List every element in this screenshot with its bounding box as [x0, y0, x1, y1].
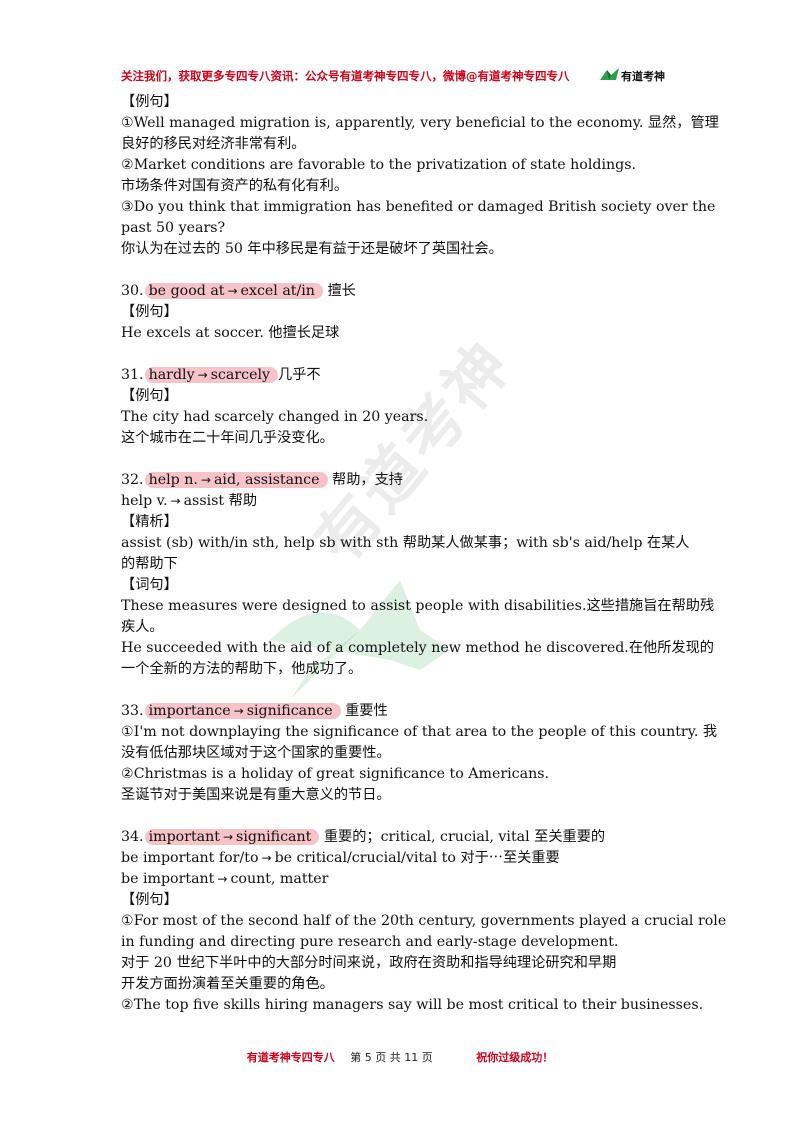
entry-meaning: 几乎不 [278, 367, 321, 383]
entry-32-verb-line: help v.→assist 帮助 [121, 491, 681, 512]
example-sentence: 良好的移民对经济非常有利。 [121, 136, 306, 152]
entry-number: 32. [121, 472, 144, 488]
entry-32-heading: 32.help n.→aid, assistance 帮助，支持 [121, 470, 681, 491]
header-promo-text: 关注我们，获取更多专四专八资讯：公众号有道考神专四专八，微博@有道考神专四专八 [121, 69, 570, 83]
entry-meaning: 重要的；critical, crucial, vital 至关重要的 [319, 829, 606, 845]
example-translation: 你认为在过去的 50 年中移民是有益于还是破坏了英国社会。 [121, 241, 503, 257]
example-translation: 圣诞节对于美国来说是有重大意义的节日。 [121, 787, 391, 803]
example-translation: 对于 20 世纪下半叶中的大部分时间来说，政府在资助和指导纯理论研究和早期 [121, 955, 617, 971]
term-advanced: be critical/crucial/vital to 对于⋯至关重要 [274, 850, 560, 866]
entry-term-advanced: scarcely [210, 367, 271, 383]
section-label: 【精析】 [121, 514, 178, 530]
example-sentence: The city had scarcely changed in 20 year… [121, 409, 429, 425]
entry-highlight: be good at→excel at/in [144, 283, 323, 299]
term-advanced: count, matter [230, 871, 329, 887]
entry-number: 34. [121, 829, 144, 845]
arrow-icon: → [197, 368, 208, 382]
example-translation: 市场条件对国有资产的私有化有利。 [121, 178, 349, 194]
entry-term-basic: important [148, 829, 220, 845]
entry-term-basic: importance [148, 703, 231, 719]
entry-term-basic: help n. [148, 472, 198, 488]
arrow-icon: → [170, 494, 181, 508]
arrow-icon: → [222, 830, 234, 844]
section-label: 【例句】 [121, 304, 178, 320]
example-sentence: ①Well managed migration is, apparently, … [121, 115, 719, 131]
brand-logo: 有道考神 [599, 64, 689, 88]
section-label: 【例句】 [121, 94, 178, 110]
term-advanced: assist 帮助 [183, 493, 258, 509]
entry-meaning: 重要性 [340, 703, 388, 719]
example-sentence: ②Market conditions are favorable to the … [121, 157, 636, 173]
logo-text: 有道考神 [621, 70, 665, 83]
arrow-icon: → [261, 851, 272, 865]
page-header: 关注我们，获取更多专四专八资讯：公众号有道考神专四专八，微博@有道考神专四专八 … [121, 64, 681, 90]
entry-number: 31. [121, 367, 144, 383]
arrow-icon: → [217, 872, 228, 886]
entry-term-advanced: aid, assistance [213, 472, 320, 488]
section-label: 【词句】 [121, 577, 178, 593]
entry-term-basic: be good at [148, 283, 225, 299]
example-sentence: ②Christmas is a holiday of great signifi… [121, 766, 549, 782]
term-basic: be important [121, 871, 215, 887]
page-number: 第 5 页 共 11 页 [350, 1051, 433, 1064]
entry-34-phrase-line: be important for/to→be critical/crucial/… [121, 848, 681, 869]
entry-highlight: help n.→aid, assistance [144, 472, 328, 488]
entry-meaning: 帮助，支持 [327, 472, 403, 488]
entry-number: 33. [121, 703, 144, 719]
example-sentence: ②The top five skills hiring managers say… [121, 997, 704, 1013]
section-label: 【例句】 [121, 388, 178, 404]
example-sentence: ③Do you think that immigration has benef… [121, 199, 716, 215]
analysis-text: assist (sb) with/in sth, help sb with st… [121, 535, 690, 551]
arrow-icon: → [200, 473, 211, 487]
footer-wish: 祝你过级成功！ [476, 1051, 554, 1064]
section-label: 【例句】 [121, 892, 178, 908]
entry-meaning: 擅长 [322, 283, 356, 299]
footer-brand: 有道考神专四专八 [246, 1051, 335, 1064]
example-sentence: ①For most of the second half of the 20th… [121, 913, 727, 929]
example-translation: 没有低估那块区域对于这个国家的重要性。 [121, 745, 391, 761]
arrow-icon: → [227, 284, 238, 298]
entry-34-heading: 34.important→significant 重要的；critical, c… [121, 827, 681, 848]
document-body: 【例句】 ①Well managed migration is, apparen… [121, 92, 727, 1016]
example-sentence: 疾人。 [121, 619, 164, 635]
entry-term-advanced: excel at/in [240, 283, 315, 299]
page-footer: 有道考神专四专八 第 5 页 共 11 页 祝你过级成功！ [0, 1049, 800, 1065]
example-sentence: ①I'm not downplaying the significance of… [121, 724, 718, 740]
example-sentence: past 50 years? [121, 220, 226, 236]
arrow-icon: → [233, 704, 244, 718]
example-sentence: in funding and directing pure research a… [121, 934, 619, 950]
logo-bird-icon [600, 68, 619, 80]
example-sentence: He succeeded with the aid of a completel… [121, 640, 714, 656]
entry-term-basic: hardly [148, 367, 195, 383]
example-sentence: He excels at soccer. 他擅长足球 [121, 325, 340, 341]
entry-number: 30. [121, 283, 144, 299]
entry-33-heading: 33.importance→significance 重要性 [121, 701, 681, 722]
entry-30-heading: 30.be good at→excel at/in 擅长 [121, 281, 681, 302]
entry-34-phrase-line: be important→count, matter [121, 869, 681, 890]
entry-highlight: important→significant [144, 829, 320, 845]
example-translation: 开发方面扮演着至关重要的角色。 [121, 976, 334, 992]
analysis-text: 的帮助下 [121, 556, 178, 572]
example-translation: 这个城市在二十年间几乎没变化。 [121, 430, 334, 446]
term-basic: be important for/to [121, 850, 259, 866]
term-basic: help v. [121, 493, 168, 509]
entry-term-advanced: significance [246, 703, 333, 719]
entry-highlight: importance→significance [144, 703, 341, 719]
example-sentence: These measures were designed to assist p… [121, 598, 715, 614]
entry-term-advanced: significant [236, 829, 312, 845]
entry-highlight: hardly→scarcely [144, 367, 279, 383]
example-translation: 一个全新的方法的帮助下，他成功了。 [121, 661, 363, 677]
